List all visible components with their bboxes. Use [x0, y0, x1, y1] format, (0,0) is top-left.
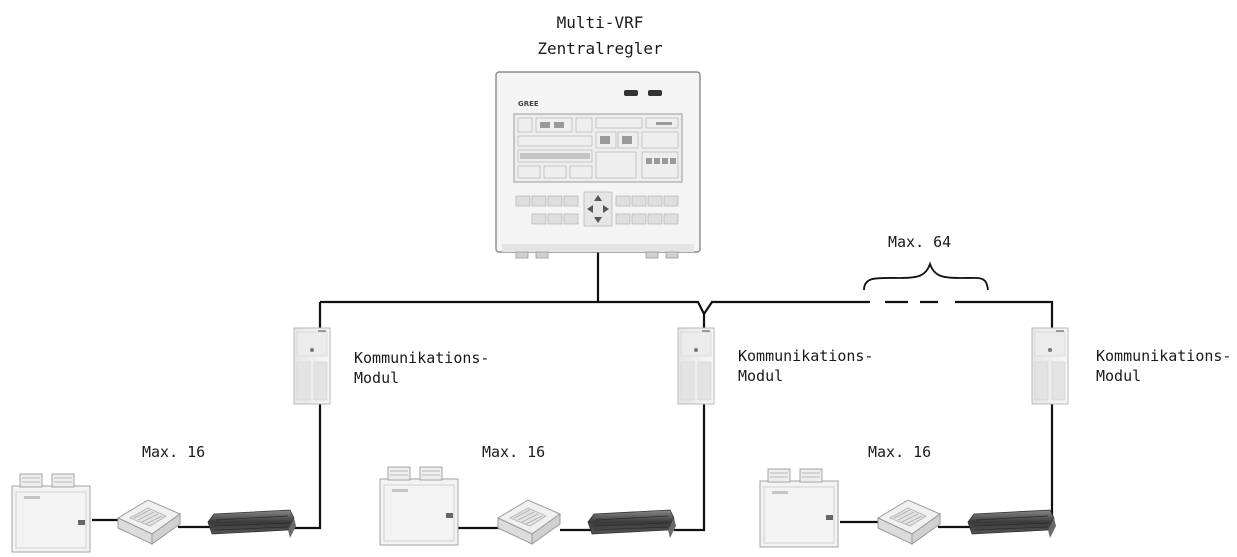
group-3-max-label: Max. 16 — [868, 443, 932, 461]
controller-title-line-1: Multi-VRF — [556, 13, 644, 32]
group-line-2 — [674, 404, 706, 532]
group-line-3 — [1024, 404, 1054, 530]
module-label-1-line-1: Kommunikations- — [354, 349, 490, 367]
cassette-unit-3 — [877, 499, 941, 545]
bus-max-label: Max. 64 — [888, 233, 952, 251]
controller-title-line-2: Zentralregler — [537, 39, 663, 58]
duct-unit-3 — [967, 509, 1057, 539]
brace-max-64 — [863, 261, 989, 291]
outdoor-unit-3 — [759, 468, 839, 548]
communication-module-2 — [677, 327, 715, 405]
controller-keypad — [515, 191, 679, 227]
main-bus — [318, 300, 870, 330]
outdoor-unit-2 — [379, 466, 459, 546]
status-led-2 — [648, 90, 662, 96]
module-label-2-line-2: Modul — [738, 367, 784, 385]
cassette-unit-2 — [497, 499, 561, 545]
module-label-3-line-1: Kommunikations- — [1096, 347, 1232, 365]
central-controller: GREE — [495, 71, 701, 259]
bus-lines — [318, 252, 1054, 330]
group-1-max-label: Max. 16 — [142, 443, 206, 461]
status-led-1 — [624, 90, 638, 96]
communication-module-3 — [1031, 327, 1069, 405]
module-label-3-line-2: Modul — [1096, 367, 1142, 385]
group-2-max-label: Max. 16 — [482, 443, 546, 461]
group-lines — [92, 404, 1054, 532]
cassette-unit-1 — [117, 499, 181, 545]
communication-module-1 — [293, 327, 331, 405]
outdoor-unit-1 — [11, 473, 91, 553]
module-label-1: Kommunikations- Modul — [354, 348, 489, 388]
duct-unit-2 — [587, 509, 677, 539]
module-label-1-line-2: Modul — [354, 369, 400, 387]
group-line-1 — [294, 404, 322, 530]
duct-unit-1 — [207, 509, 297, 539]
controller-brand: GREE — [518, 100, 539, 108]
bus-end — [955, 300, 1054, 330]
controller-title: Multi-VRF Zentralregler — [510, 10, 690, 62]
module-label-2-line-1: Kommunikations- — [738, 347, 874, 365]
module-label-3: Kommunikations- Modul — [1096, 346, 1231, 386]
module-label-2: Kommunikations- Modul — [738, 346, 873, 386]
